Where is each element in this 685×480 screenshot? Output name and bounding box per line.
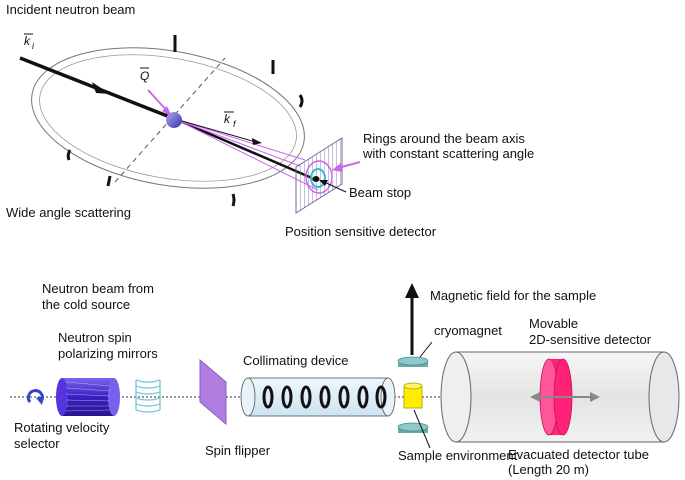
velocity-selector-back: [108, 378, 120, 416]
collimator-back: [380, 377, 396, 417]
k-i-symbol: k: [24, 34, 31, 48]
tube-label-line2: (Length 20 m): [508, 462, 589, 477]
q-vector-arrowhead: [162, 106, 172, 117]
velocity-selector-label-line2: selector: [14, 436, 60, 451]
transmitted-beam-line: [174, 117, 313, 180]
scattering-ring-inner: [39, 54, 297, 182]
source-label-line1: Neutron beam from: [42, 281, 154, 296]
rotation-arrow-head: [36, 396, 44, 405]
cryomagnet: [397, 356, 429, 433]
k-f-subscript: f: [233, 119, 237, 129]
detector-label: Position sensitive detector: [285, 224, 437, 239]
wide-angle-label: Wide angle scattering: [6, 205, 131, 220]
mirrors-label-line2: polarizing mirrors: [58, 346, 158, 361]
polarizing-mirrors: [135, 379, 161, 413]
cryomagnet-label: cryomagnet: [434, 323, 502, 338]
cryomagnet-bottom: [397, 422, 429, 432]
k-f-arrowhead: [252, 138, 262, 145]
incident-beam-label: Incident neutron beam: [6, 2, 135, 17]
collimator-front: [240, 377, 256, 417]
rings-label-line1: Rings around the beam axis: [363, 131, 525, 146]
detector-tube: [440, 351, 680, 443]
detector-tube-back: [648, 351, 680, 443]
sample-sphere: [166, 112, 182, 128]
scattered-ray-1: [174, 118, 301, 167]
velocity-selector: [56, 378, 120, 416]
cryomagnet-top: [397, 356, 429, 366]
ring-tick-marks: [66, 35, 304, 207]
mirrors-label-line1: Neutron spin: [58, 330, 132, 345]
k-f-vector-line: [174, 118, 257, 143]
source-label-line2: the cold source: [42, 297, 130, 312]
k-f-symbol: k: [224, 112, 231, 126]
beam-stop-disk: [312, 176, 320, 182]
velocity-selector-body: [62, 378, 114, 416]
tube-label-line1: Evacuated detector tube: [508, 447, 649, 462]
beam-stop-label: Beam stop: [349, 185, 411, 200]
movable-detector-label-line1: Movable: [529, 316, 578, 331]
scattered-ray-3: [174, 118, 319, 191]
sample-cylinder-top: [403, 382, 423, 390]
beam-stop-pointer-head: [319, 180, 328, 186]
detector-ring-outer: [305, 160, 333, 194]
sample-env-label: Sample environment: [398, 448, 518, 463]
scattering-ring-outer: [31, 47, 305, 189]
position-sensitive-detector-plate: [295, 137, 343, 214]
detector-tube-front: [440, 351, 472, 443]
collimating-device: [240, 377, 396, 417]
incident-beam-arrowhead: [92, 82, 110, 94]
scattered-ray-2: [174, 118, 306, 161]
movable-detector-label-line2: 2D-sensitive detector: [529, 332, 652, 347]
detector-travel-arrowhead-right: [590, 392, 600, 402]
magnetic-field-label: Magnetic field for the sample: [430, 288, 596, 303]
k-i-subscript: i: [32, 41, 35, 51]
detector-ring-inner: [310, 168, 326, 188]
sans-instrument-diagram: Neutron beam from the cold source Neutro…: [10, 281, 680, 477]
collimator-apertures: [262, 385, 387, 409]
rings-label-line2: with constant scattering angle: [362, 146, 534, 161]
spin-flipper-plate: [199, 358, 227, 426]
velocity-selector-front: [56, 378, 68, 416]
velocity-selector-blades: [65, 381, 111, 412]
sample-env-pointer: [413, 409, 431, 449]
cryomagnet-pointer: [419, 341, 433, 358]
scattering-geometry-diagram: Incident neutron beam k i: [6, 2, 534, 239]
spin-flipper-label: Spin flipper: [205, 443, 271, 458]
collimating-label: Collimating device: [243, 353, 349, 368]
rings-pointer-arrow: [337, 161, 361, 169]
q-symbol: Q: [140, 69, 149, 83]
magnetic-field-arrowhead: [405, 283, 419, 298]
rings-pointer-head: [332, 163, 342, 172]
velocity-selector-label-line1: Rotating velocity: [14, 420, 110, 435]
detector-travel-arrowhead-left: [530, 392, 540, 402]
